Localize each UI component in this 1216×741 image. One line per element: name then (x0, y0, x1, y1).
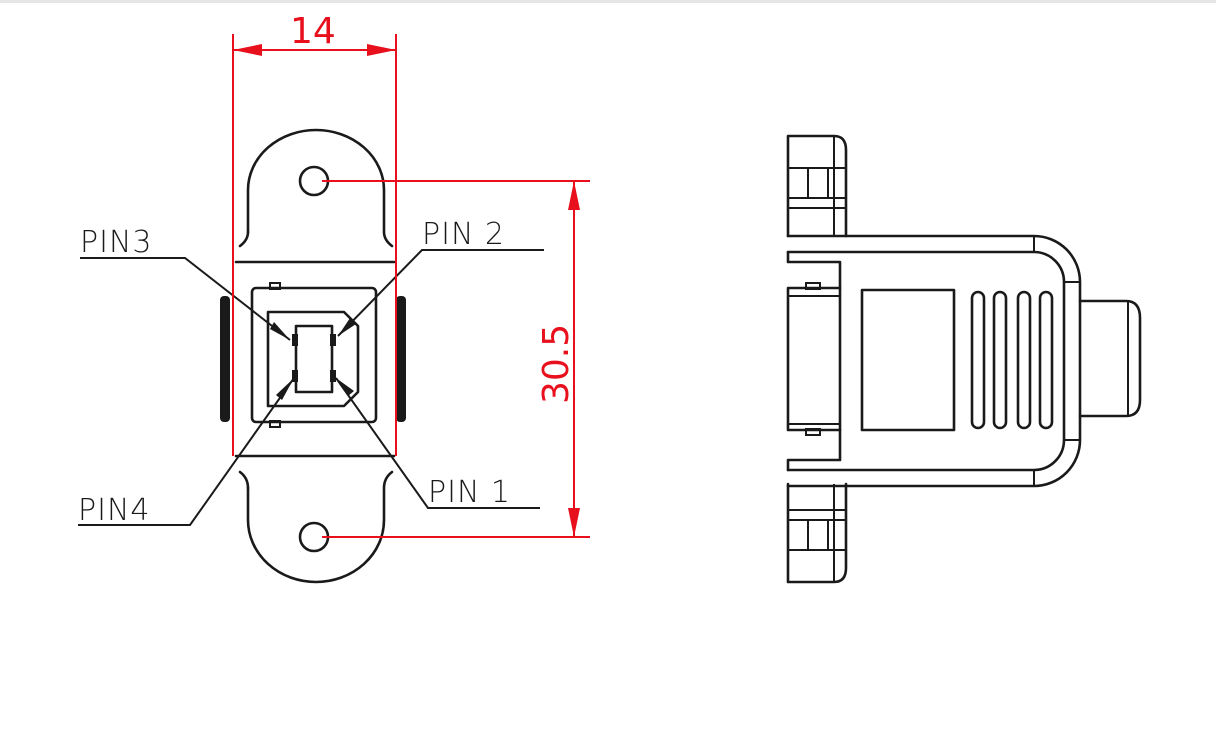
vent-slots (970, 290, 1054, 430)
pin-leaders (78, 249, 544, 526)
right-latch (396, 296, 406, 422)
width-dimension-value: 14 (290, 11, 336, 52)
height-dimension-value: 30.5 (536, 324, 577, 404)
front-view (220, 128, 406, 584)
cable-strain-relief (1078, 299, 1142, 418)
housing (786, 234, 1082, 488)
top-flange (786, 134, 848, 238)
plug-nose (786, 286, 842, 432)
connector-port (266, 310, 360, 408)
height-dimension (322, 180, 590, 538)
pin2-label: PIN 2 (422, 217, 505, 252)
side-view (786, 134, 1142, 584)
top-border (0, 0, 1216, 3)
pin3-label: PIN3 (80, 225, 152, 260)
bottom-flange (786, 482, 848, 584)
label-window (860, 288, 956, 432)
bottom-mounting-ear (246, 470, 394, 584)
connector-outer-shell (250, 286, 378, 424)
width-dimension (232, 34, 397, 456)
pin1-label: PIN 1 (428, 475, 511, 510)
pin4-label: PIN4 (78, 493, 150, 528)
top-mounting-ear (246, 128, 394, 248)
left-latch (220, 296, 230, 422)
connector-insert (294, 324, 334, 394)
